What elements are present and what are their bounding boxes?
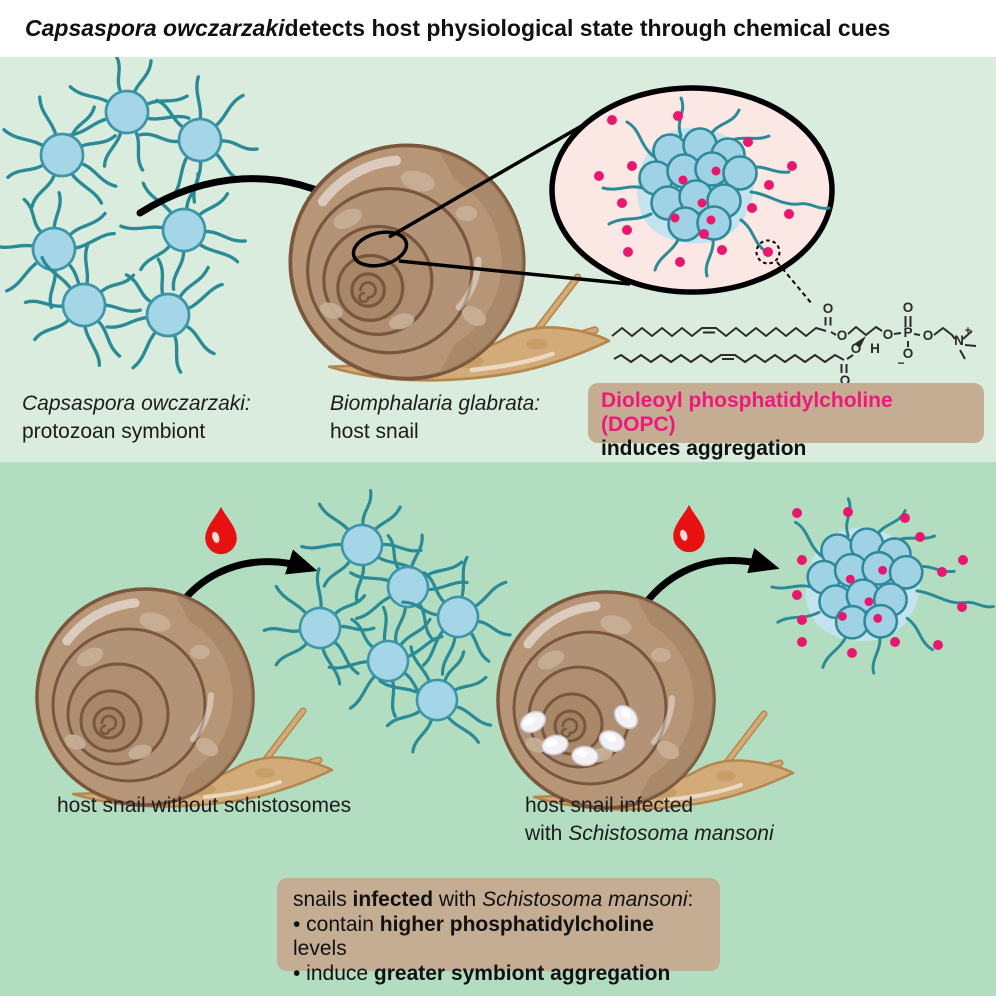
title-rest: detects host physiological state through… bbox=[284, 15, 891, 41]
highlighted-dopc-dot bbox=[763, 247, 773, 257]
dopc-callout-box: Dioleoyl phosphatidylcholine (DOPC) indu… bbox=[588, 383, 984, 460]
svg-text:H: H bbox=[870, 341, 880, 356]
host-snail-infected bbox=[498, 592, 793, 810]
summary-box: snails infected with Schistosoma mansoni… bbox=[277, 878, 720, 985]
svg-text:N: N bbox=[954, 333, 964, 348]
infected-snail-label: host snail infected with Schistosoma man… bbox=[525, 792, 774, 848]
host-snail-uninfected bbox=[37, 589, 332, 807]
magnifier-callout-lines bbox=[351, 122, 631, 286]
dopc-dots-infected bbox=[792, 507, 968, 658]
symbiont-label: Capsaspora owczarzaki: protozoan symbion… bbox=[22, 390, 251, 446]
svg-text:P: P bbox=[903, 325, 912, 340]
svg-text:O: O bbox=[840, 373, 851, 388]
svg-text:+: + bbox=[965, 325, 971, 337]
infected-label-line1: host snail infected bbox=[525, 794, 694, 817]
svg-text:O: O bbox=[923, 328, 934, 343]
molecule-atom-labels: O O O H O O O P O − O N + bbox=[823, 300, 971, 388]
svg-text:O: O bbox=[903, 346, 914, 361]
symbiont-species: Capsaspora owczarzaki: bbox=[22, 392, 251, 415]
summary-line-3: • induce greater symbiont aggregation bbox=[293, 961, 671, 985]
magnified-view bbox=[549, 85, 835, 305]
figure-title: Capsaspora owczarzaki detects host physi… bbox=[0, 0, 996, 57]
infected-label-species: Schistosoma mansoni bbox=[568, 822, 774, 845]
summary-line-2: • contain higher phosphatidylcholine lev… bbox=[293, 912, 654, 961]
aggregated-symbionts-infected bbox=[770, 497, 995, 675]
dispersed-symbionts-group bbox=[0, 42, 270, 403]
host-species: Biomphalaria glabrata: bbox=[330, 392, 541, 415]
symbiont-desc: protozoan symbiont bbox=[22, 420, 206, 443]
blood-drop-icon-left bbox=[205, 506, 237, 555]
title-species: Capsaspora owczarzaki bbox=[25, 15, 285, 41]
infected-label-line2-prefix: with bbox=[525, 822, 569, 845]
host-desc: host snail bbox=[330, 420, 419, 443]
host-snail-label: Biomphalaria glabrata: host snail bbox=[330, 390, 540, 446]
blood-drop-icon-right bbox=[673, 504, 705, 553]
dopc-effect: induces aggregation bbox=[601, 437, 807, 460]
svg-text:−: − bbox=[897, 356, 904, 370]
svg-text:O: O bbox=[883, 327, 894, 342]
dashed-pointer-line bbox=[776, 261, 813, 305]
summary-line-1: snails infected with Schistosoma mansoni… bbox=[293, 888, 694, 911]
dopc-structure: O O O H O O O P O − O N + bbox=[611, 300, 977, 388]
svg-text:O: O bbox=[823, 301, 834, 316]
dopc-dots-magnified bbox=[594, 111, 797, 267]
dashed-circle bbox=[755, 239, 781, 265]
svg-text:O: O bbox=[837, 328, 848, 343]
svg-text:O: O bbox=[903, 300, 914, 315]
svg-text:O: O bbox=[851, 341, 862, 356]
dopc-name: Dioleoyl phosphatidylcholine (DOPC) bbox=[601, 389, 893, 436]
uninfected-snail-label: host snail without schistosomes bbox=[57, 794, 352, 817]
